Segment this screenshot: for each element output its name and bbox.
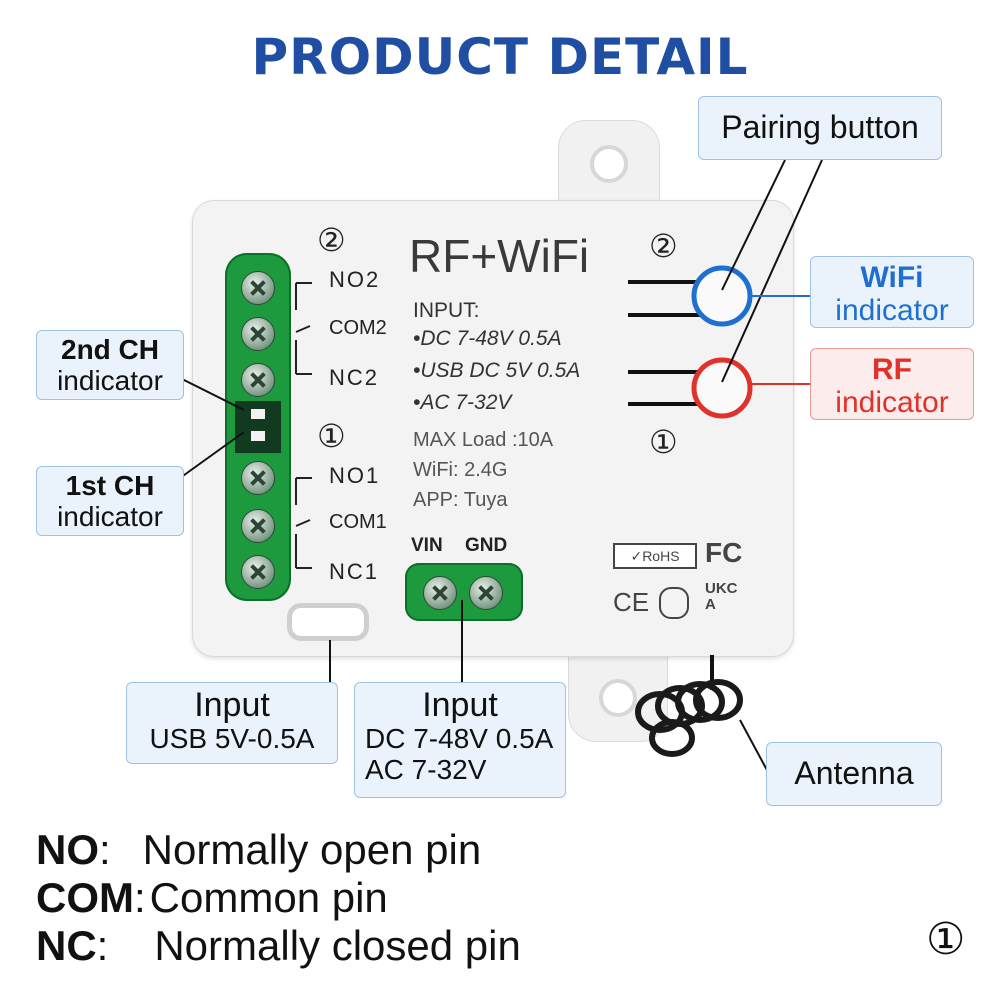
legend-desc: Normally closed pin bbox=[154, 922, 521, 969]
rf-indicator-callout: RF indicator bbox=[810, 348, 974, 420]
pin-label-nc1: NC1 bbox=[329, 559, 380, 584]
pin-label-no1: NO1 bbox=[329, 463, 381, 488]
pairing-button-callout: Pairing button bbox=[698, 96, 942, 160]
antenna-label: Antenna bbox=[794, 755, 914, 791]
terminal-screw bbox=[469, 576, 503, 610]
ce-mark: CE bbox=[613, 587, 650, 617]
input-line-usb: •USB DC 5V 0.5A bbox=[413, 359, 581, 382]
rf-label: RF bbox=[872, 353, 912, 386]
antenna-callout: Antenna bbox=[766, 742, 942, 806]
usb-c-port bbox=[287, 603, 369, 641]
usb-input-title: Input bbox=[194, 686, 270, 724]
input-heading: INPUT: bbox=[413, 299, 480, 322]
spec-wifi: WiFi: 2.4G bbox=[413, 459, 508, 481]
legend-term: NC bbox=[36, 922, 97, 969]
indicator-ch1-mark: ① bbox=[649, 424, 678, 460]
dc-input-title: Input bbox=[422, 686, 498, 724]
wifi-led-ring bbox=[691, 265, 753, 327]
ch1-led bbox=[251, 431, 265, 441]
pin-label-com1: COM1 bbox=[329, 511, 387, 533]
ukca-mark: UKCA bbox=[705, 580, 738, 613]
pin-label-com2: COM2 bbox=[329, 317, 387, 339]
pairing-leader bbox=[721, 159, 823, 383]
input-line-dc: •DC 7-48V 0.5A bbox=[413, 327, 562, 350]
dc-input-spec-ac: AC 7-32V bbox=[365, 754, 487, 786]
mounting-hole bbox=[590, 145, 628, 183]
mounting-hole bbox=[599, 679, 637, 717]
power-terminal-block bbox=[405, 563, 523, 621]
legend-row-nc: NC: Normally closed pin bbox=[36, 922, 521, 970]
second-ch-indicator-callout: 2nd CH indicator bbox=[36, 330, 184, 400]
spec-max-load: MAX Load :10A bbox=[413, 429, 554, 451]
antenna-coil bbox=[635, 679, 743, 757]
terminal-screw bbox=[241, 363, 275, 397]
pin-label-no2: NO2 bbox=[329, 267, 381, 292]
legend-desc: Common pin bbox=[149, 874, 388, 921]
relay-wiring-symbol bbox=[295, 282, 312, 569]
input-line-ac: •AC 7-32V bbox=[413, 391, 512, 414]
check-icon: ✓ bbox=[630, 548, 643, 564]
wifi-indicator-callout: WiFi indicator bbox=[810, 256, 974, 328]
pin-label-nc2: NC2 bbox=[329, 365, 380, 390]
first-ch-label: 1st CH bbox=[65, 470, 155, 501]
terminal-screw bbox=[241, 271, 275, 305]
terminal-screw bbox=[241, 461, 275, 495]
legend-desc: Normally open pin bbox=[142, 826, 482, 873]
legend-sep: : bbox=[99, 826, 111, 873]
spec-app: APP: Tuya bbox=[413, 489, 508, 511]
legend-sep: : bbox=[96, 922, 109, 969]
pairing-button-label: Pairing button bbox=[721, 109, 919, 145]
second-ch-indicator-label: indicator bbox=[57, 364, 163, 396]
first-ch-indicator-label: indicator bbox=[57, 500, 163, 532]
legend-row-no: NO: Normally open pin bbox=[36, 826, 481, 874]
rohs-mark: ✓RoHS bbox=[613, 543, 697, 569]
rohs-text: RoHS bbox=[642, 548, 680, 564]
channel-2-mark: ② bbox=[317, 222, 346, 258]
dc-input-spec-dc: DC 7-48V 0.5A bbox=[365, 723, 554, 755]
legend-term: COM bbox=[36, 874, 134, 921]
kc-mark-icon bbox=[659, 587, 689, 619]
relay-module-body: ② NO2 COM2 NC2 ① NO1 COM1 NC1 RF+WiFi IN… bbox=[192, 200, 794, 657]
pairing-leader bbox=[721, 159, 786, 291]
antenna-leader bbox=[739, 719, 769, 773]
terminal-screw bbox=[241, 555, 275, 589]
rf-indicator-label: indicator bbox=[835, 386, 949, 419]
fcc-mark: FC bbox=[705, 537, 743, 568]
ch2-led bbox=[251, 409, 265, 419]
terminal-screw bbox=[241, 509, 275, 543]
second-ch-label: 2nd CH bbox=[61, 334, 159, 365]
page-title: PRODUCT DETAIL bbox=[251, 28, 749, 86]
page-marker: ① bbox=[926, 915, 966, 964]
ch2-leader bbox=[179, 377, 245, 411]
indicator-ch2-mark: ② bbox=[649, 228, 678, 264]
rf-led-ring bbox=[691, 357, 753, 419]
first-ch-indicator-callout: 1st CH indicator bbox=[36, 466, 184, 536]
legend-sep: : bbox=[134, 874, 146, 921]
gnd-label: GND bbox=[465, 535, 508, 556]
channel-1-mark: ① bbox=[317, 418, 346, 454]
legend-row-com: COM:Common pin bbox=[36, 874, 388, 922]
wifi-label: WiFi bbox=[860, 261, 924, 294]
wifi-indicator-label: indicator bbox=[835, 294, 949, 327]
brand-text: RF+WiFi bbox=[409, 230, 590, 282]
ch1-leader bbox=[179, 431, 245, 479]
terminal-screw bbox=[423, 576, 457, 610]
usb-input-callout: Input USB 5V-0.5A bbox=[126, 682, 338, 764]
terminal-screw bbox=[241, 317, 275, 351]
dc-input-callout: Input DC 7-48V 0.5A AC 7-32V bbox=[354, 682, 566, 798]
usb-input-spec: USB 5V-0.5A bbox=[149, 723, 315, 755]
vin-label: VIN bbox=[411, 535, 443, 556]
legend-term: NO bbox=[36, 826, 99, 873]
